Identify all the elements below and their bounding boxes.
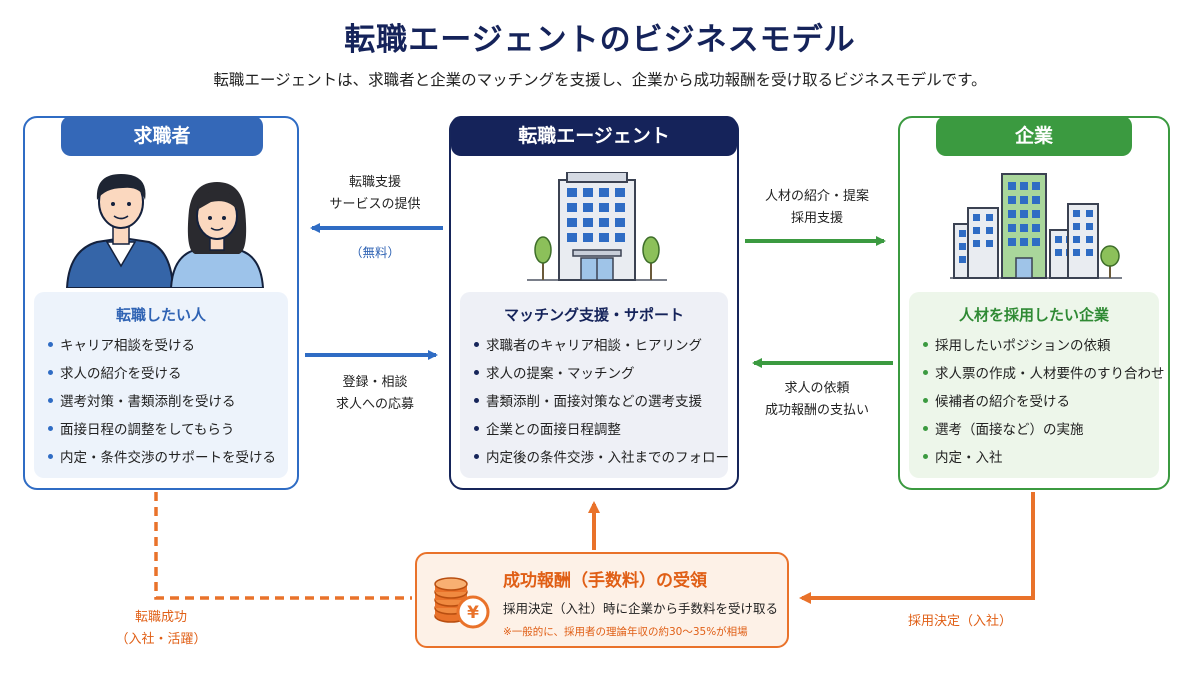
flow-note-free: （無料） <box>349 245 400 260</box>
agent-item-list: 求職者のキャリア相談・ヒアリング 求人の提案・マッチング 書類添削・面接対策など… <box>460 332 729 472</box>
bullet-icon <box>48 453 53 459</box>
flow-label-company-to-agent: 求人の依頼 成功報酬の支払い <box>764 381 869 418</box>
list-item: 企業との面接日程調整 <box>474 416 729 444</box>
company-heading: 人材を採用したい企業 <box>958 306 1109 324</box>
job-seekers-illustration <box>65 174 265 288</box>
list-item: 書類添削・面接対策などの選考支援 <box>474 388 729 416</box>
bullet-icon <box>48 341 53 347</box>
coins-yen-icon: ¥ <box>434 577 490 629</box>
bullet-icon <box>48 397 53 403</box>
success-fee-box: ¥ 成功報酬（手数料）の受領 採用決定（入社）時に企業から手数料を受け取る ※一… <box>415 552 789 648</box>
page-subtitle: 転職エージェントは、求職者と企業のマッチングを支援し、企業から成功報酬を受け取る… <box>213 71 987 89</box>
list-item: 求人の提案・マッチング <box>474 360 729 388</box>
seeker-tab: 求職者 <box>61 116 263 156</box>
bullet-icon <box>923 369 928 375</box>
label-job-success: 転職成功 （入社・活躍） <box>115 610 207 647</box>
list-item: 内定・条件交渉のサポートを受ける <box>48 444 276 472</box>
company-panel: 企業 人材を採用したい企業 採用したいポジションの依頼 求人票の作成・人材要件の… <box>898 116 1170 490</box>
bullet-icon <box>474 397 479 403</box>
company-buildings-icon <box>950 173 1122 279</box>
list-item: 候補者の紹介を受ける <box>923 388 1165 416</box>
seeker-heading: 転職したい人 <box>115 306 206 324</box>
fee-note: ※一般的に、採用者の理論年収の約30〜35%が相場 <box>503 626 748 638</box>
list-item: 求職者のキャリア相談・ヒアリング <box>474 332 729 360</box>
company-detail-box: 人材を採用したい企業 採用したいポジションの依頼 求人票の作成・人材要件のすり合… <box>909 292 1165 478</box>
company-item-list: 採用したいポジションの依頼 求人票の作成・人材要件のすり合わせ 候補者の紹介を受… <box>909 332 1165 472</box>
bullet-icon <box>48 425 53 431</box>
flow-label-agent-to-seeker: 転職支援 サービスの提供 <box>329 175 421 212</box>
svg-text:¥: ¥ <box>467 603 479 623</box>
dashed-seeker-to-fee <box>154 492 412 600</box>
agent-detail-box: マッチング支援・サポート 求職者のキャリア相談・ヒアリング 求人の提案・マッチン… <box>460 292 729 478</box>
bullet-icon <box>923 453 928 459</box>
company-tab: 企業 <box>936 116 1132 156</box>
bullet-icon <box>923 397 928 403</box>
bullet-icon <box>48 369 53 375</box>
fee-description: 採用決定（入社）時に企業から手数料を受け取る <box>503 601 779 616</box>
list-item: 選考（面接など）の実施 <box>923 416 1165 444</box>
bullet-icon <box>474 453 479 459</box>
bullet-icon <box>923 341 928 347</box>
office-building-icon <box>527 172 667 281</box>
arrow-company-to-fee <box>799 492 1035 604</box>
flow-label-agent-to-company: 人材の紹介・提案 採用支援 <box>764 189 869 226</box>
list-item: 内定・入社 <box>923 444 1165 472</box>
agent-tab: 転職エージェント <box>451 116 737 156</box>
list-item: 求人票の作成・人材要件のすり合わせ <box>923 360 1165 388</box>
flow-label-seeker-to-agent: 登録・相談 求人への応募 <box>335 375 414 412</box>
list-item: 求人の紹介を受ける <box>48 360 276 388</box>
bullet-icon <box>474 369 479 375</box>
agent-heading: マッチング支援・サポート <box>503 306 684 324</box>
bullet-icon <box>474 425 479 431</box>
page-title: 転職エージェントのビジネスモデル <box>344 22 856 58</box>
fee-title: 成功報酬（手数料）の受領 <box>503 571 707 591</box>
list-item: 選考対策・書類添削を受ける <box>48 388 276 416</box>
label-hiring-decision: 採用決定（入社） <box>907 614 1012 629</box>
list-item: 内定後の条件交渉・入社までのフォロー <box>474 444 729 472</box>
list-item: キャリア相談を受ける <box>48 332 276 360</box>
agent-panel: 転職エージェント マッチング支援・サポート 求職者のキャリア相談・ヒアリング 求… <box>449 116 739 490</box>
bullet-icon <box>923 425 928 431</box>
seeker-panel: 求職者 転職したい人 キャリア相談を受ける 求人の紹介を受ける 選考対策・書類添… <box>23 116 299 490</box>
list-item: 採用したいポジションの依頼 <box>923 332 1165 360</box>
seeker-detail-box: 転職したい人 キャリア相談を受ける 求人の紹介を受ける 選考対策・書類添削を受け… <box>34 292 288 478</box>
list-item: 面接日程の調整をしてもらう <box>48 416 276 444</box>
bullet-icon <box>474 341 479 347</box>
seeker-item-list: キャリア相談を受ける 求人の紹介を受ける 選考対策・書類添削を受ける 面接日程の… <box>34 332 276 472</box>
